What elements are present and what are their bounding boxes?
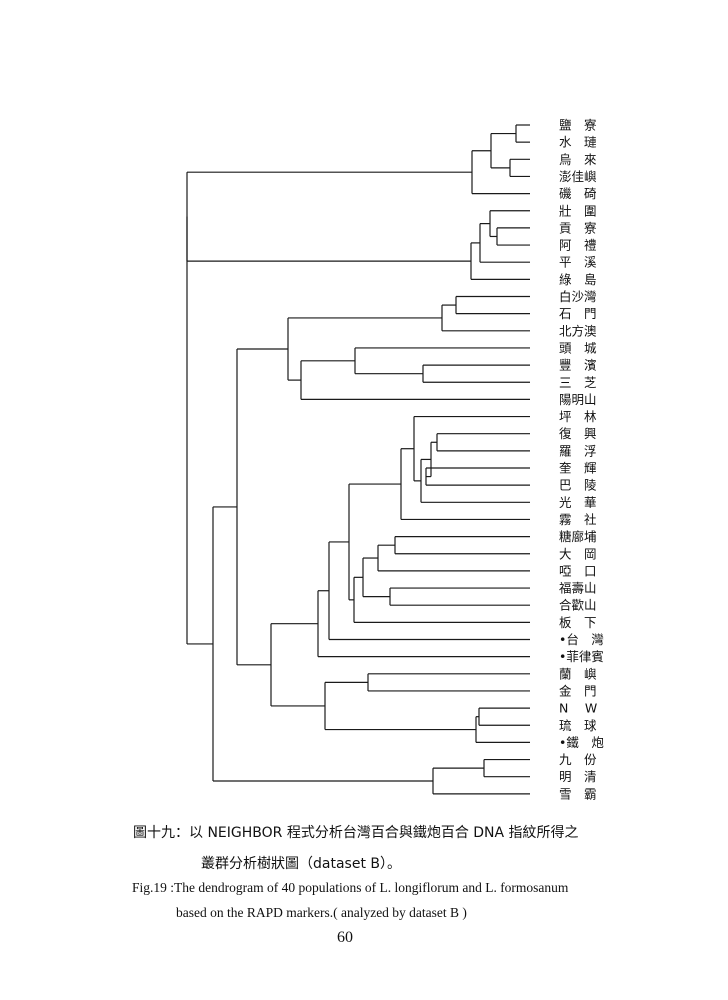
caption-english-line-2: based on the RAPD markers.( analyzed by … — [176, 905, 467, 920]
leaf-label: 白沙灣 — [559, 289, 597, 304]
leaf-label: 豐 濱 — [559, 358, 597, 373]
leaf-label: 糖廍埔 — [559, 529, 597, 544]
leaf-label: 合歡山 — [559, 598, 597, 613]
leaf-label: 板 下 — [559, 615, 597, 630]
leaf-label: 頭 城 — [559, 340, 597, 355]
leaf-label: 金 門 — [559, 683, 597, 698]
leaf-label: •菲律賓 — [559, 649, 604, 664]
caption-chinese-line-1: 圖十九：以 NEIGHBOR 程式分析台灣百合與鐵炮百合 DNA 指紋所得之 — [133, 825, 579, 841]
leaf-label: 光 華 — [559, 495, 597, 510]
leaf-label: 陽明山 — [559, 392, 597, 407]
leaf-label: 巴 陵 — [559, 478, 597, 493]
leaf-label: 蘭 嶼 — [559, 666, 597, 681]
leaf-label: 綠 島 — [559, 272, 597, 287]
leaf-label: 啞 口 — [559, 563, 597, 578]
leaf-label: 平 溪 — [559, 255, 597, 270]
leaf-label: 羅 浮 — [559, 443, 597, 458]
leaf-label: 明 清 — [559, 769, 597, 784]
leaf-label: 琉 球 — [559, 718, 597, 733]
leaf-label: 澎佳嶼 — [559, 169, 597, 184]
leaf-label: 鹽 寮 — [559, 118, 597, 133]
leaf-label: 雪 霸 — [559, 786, 597, 801]
leaf-label: 復 興 — [559, 426, 597, 441]
leaf-label: 奎 輝 — [559, 461, 597, 476]
leaf-label: 福壽山 — [559, 581, 597, 596]
leaf-label: 九 份 — [559, 752, 597, 767]
leaf-label: 三 芝 — [559, 375, 597, 390]
leaf-label: 磯 碕 — [559, 186, 597, 201]
caption-chinese-line-2: 叢群分析樹狀圖（dataset B）。 — [201, 856, 401, 872]
caption-english-line-1: Fig.19 :The dendrogram of 40 populations… — [132, 880, 569, 895]
leaf-label: 水 璉 — [559, 135, 597, 150]
page-number: 60 — [337, 929, 353, 946]
leaf-label: 壯 圍 — [559, 203, 597, 218]
leaf-label: 阿 禮 — [559, 238, 597, 253]
leaf-label: N W — [559, 701, 597, 716]
leaf-label: 烏 來 — [559, 152, 597, 167]
leaf-label: 大 岡 — [559, 546, 597, 561]
leaf-label: •鐵 炮 — [559, 735, 604, 750]
leaf-label: 石 門 — [559, 306, 597, 321]
leaf-label: •台 灣 — [559, 632, 604, 647]
leaf-label: 北方澳 — [559, 323, 597, 338]
leaf-label: 坪 林 — [559, 409, 597, 424]
leaf-label: 貢 寮 — [559, 220, 597, 235]
leaf-label: 霧 社 — [559, 512, 597, 527]
